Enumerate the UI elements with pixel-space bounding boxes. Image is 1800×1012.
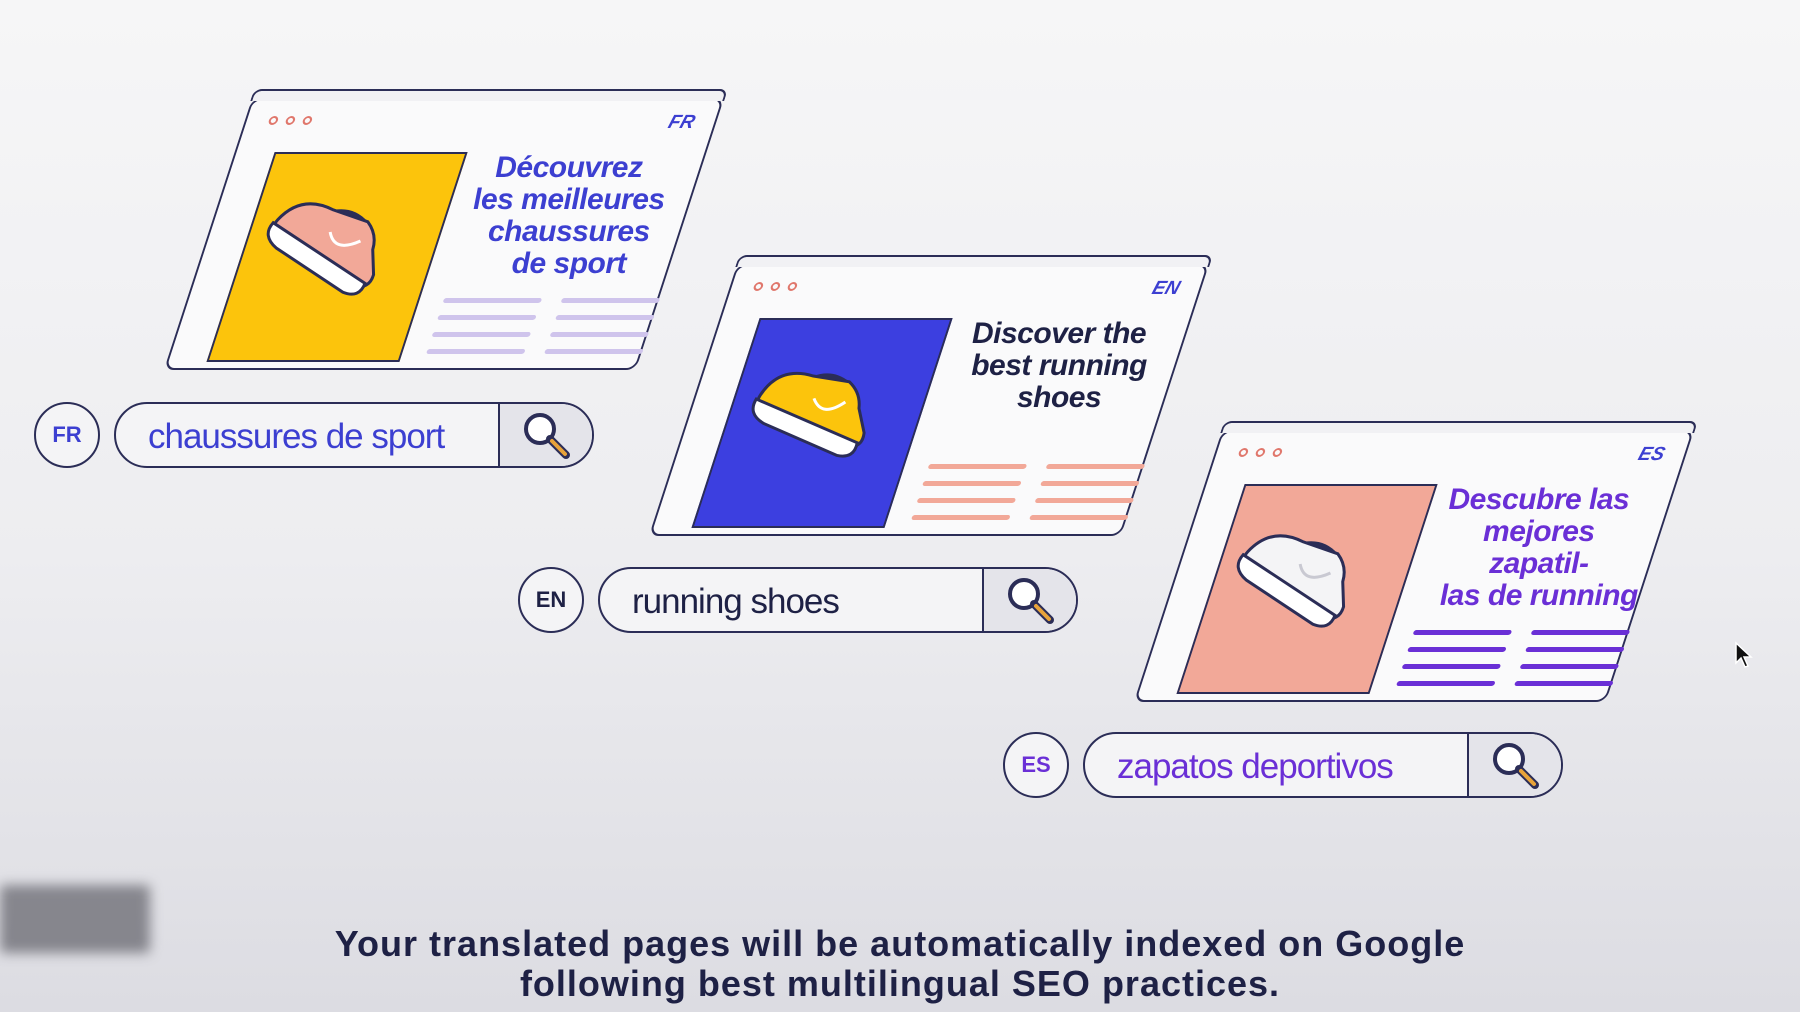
card-lang-tag: EN <box>1149 278 1183 299</box>
caption: Your translated pages will be automatica… <box>0 924 1800 1004</box>
search-query: running shoes <box>632 582 840 621</box>
card-titlebar <box>735 255 1214 267</box>
sneaker-icon <box>266 202 376 296</box>
text-placeholder-lines <box>907 464 1149 532</box>
magnifier-icon <box>1493 743 1539 789</box>
lang-badge: FR <box>34 402 100 468</box>
window-dots <box>1237 448 1284 457</box>
search-bar-es: ES zapatos deportivos <box>1003 732 1573 800</box>
search-query: chaussures de sport <box>148 417 445 456</box>
webpage-card-es: ES Descubre las mejores zapatil- las de … <box>1133 421 1699 702</box>
search-button[interactable] <box>982 569 1076 631</box>
arrow-cursor-icon <box>1735 641 1753 668</box>
blurred-watermark <box>0 885 150 953</box>
search-button[interactable] <box>1467 734 1561 796</box>
magnifier-icon <box>524 413 570 459</box>
search-bar-en: EN running shoes <box>518 567 1088 635</box>
card-lang-tag: FR <box>665 112 698 133</box>
search-input[interactable]: chaussures de sport <box>114 402 594 468</box>
webpage-card-en: EN Discover the best running shoes <box>648 255 1214 536</box>
card-titlebar <box>250 89 729 101</box>
card-headline: Discover the best running shoes <box>971 317 1147 414</box>
window-dots <box>752 282 799 291</box>
magnifier-icon <box>1008 578 1054 624</box>
webpage-card-fr: FR Découvrez les meilleures chaussures d… <box>163 89 729 370</box>
text-placeholder-lines <box>1392 630 1634 698</box>
lang-badge: EN <box>518 567 584 633</box>
product-photo <box>206 152 468 362</box>
text-placeholder-lines <box>422 298 664 366</box>
search-button[interactable] <box>498 404 592 466</box>
search-bar-fr: FR chaussures de sport <box>34 402 604 470</box>
sneaker-icon <box>751 371 866 458</box>
caption-line-2: following best multilingual SEO practice… <box>519 963 1281 1004</box>
card-headline: Découvrez les meilleures chaussures de s… <box>473 151 665 280</box>
product-photo <box>1176 484 1438 694</box>
sneaker-icon <box>1236 534 1346 628</box>
card-headline: Descubre las mejores zapatil- las de run… <box>1439 483 1638 612</box>
search-query: zapatos deportivos <box>1117 747 1394 786</box>
caption-line-1: Your translated pages will be automatica… <box>334 923 1466 964</box>
lang-badge: ES <box>1003 732 1069 798</box>
search-input[interactable]: running shoes <box>598 567 1078 633</box>
card-lang-tag: ES <box>1635 444 1668 465</box>
card-titlebar <box>1220 421 1699 433</box>
search-input[interactable]: zapatos deportivos <box>1083 732 1563 798</box>
window-dots <box>267 116 314 125</box>
product-photo <box>691 318 953 528</box>
